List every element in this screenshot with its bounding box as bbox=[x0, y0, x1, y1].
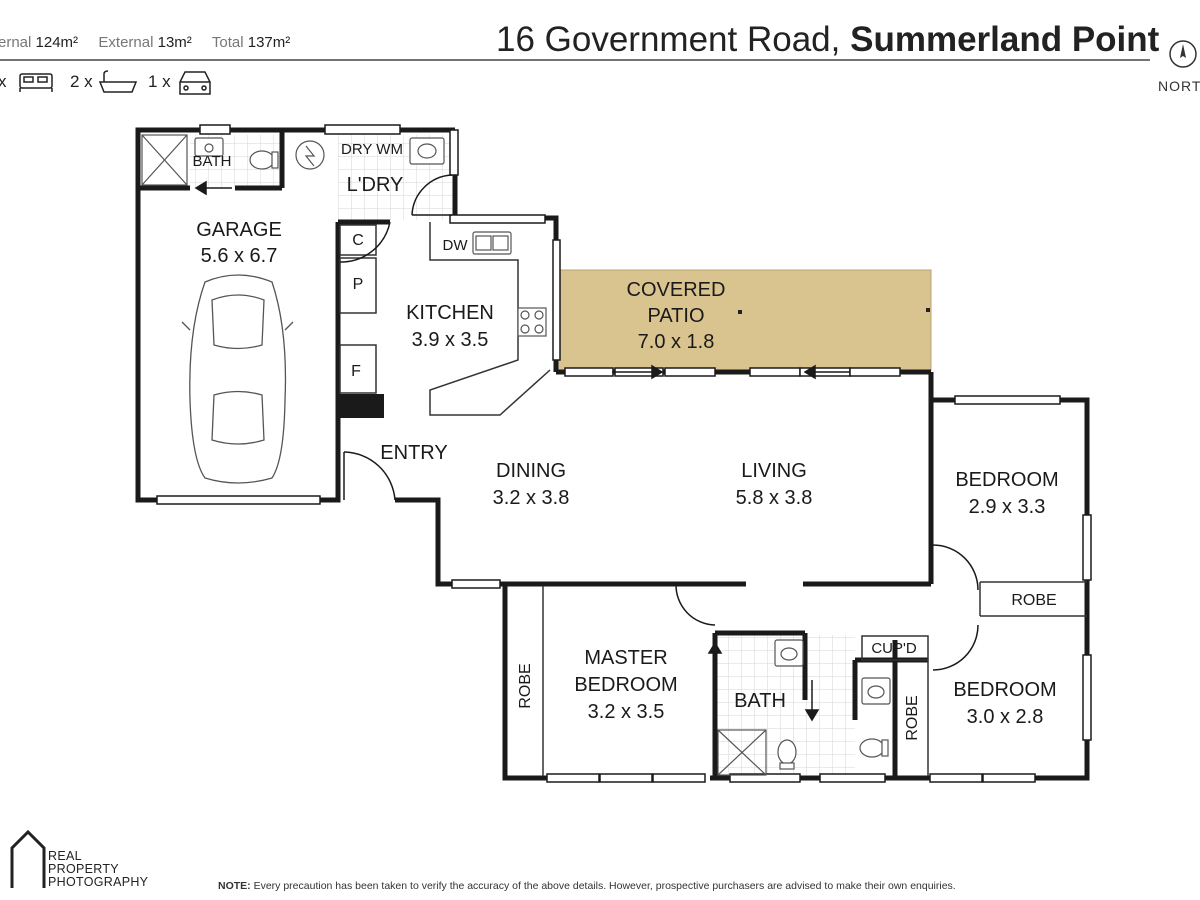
living-name: LIVING bbox=[741, 460, 807, 482]
compass-label: NORT bbox=[1158, 78, 1200, 94]
garage-name: GARAGE bbox=[196, 219, 282, 241]
living-size: 5.8 x 3.8 bbox=[736, 487, 813, 509]
internal-area-value: 124m² bbox=[35, 34, 79, 51]
internal-area-label: ernal bbox=[0, 34, 32, 51]
brand-name: REAL PROPERTY PHOTOGRAPHY bbox=[48, 850, 148, 889]
realty-logo-icon bbox=[10, 829, 46, 888]
slider-arrows bbox=[194, 180, 850, 722]
feature-counts: x bbox=[0, 72, 7, 92]
bed-icon bbox=[19, 73, 53, 92]
kitchen-size: 3.9 x 3.5 bbox=[412, 329, 489, 351]
property-address: 16 Government Road, Summerland Point bbox=[496, 20, 1159, 60]
pantry-label: P bbox=[353, 276, 364, 293]
robe-master-label: ROBE bbox=[517, 663, 534, 708]
fridge-block bbox=[338, 394, 384, 418]
bath-icon bbox=[98, 70, 138, 93]
garage-size: 5.6 x 6.7 bbox=[201, 245, 278, 267]
thin-partitions bbox=[339, 222, 1087, 776]
fridge-label: F bbox=[351, 363, 361, 380]
door-swings bbox=[339, 174, 979, 671]
shower-icon bbox=[141, 134, 767, 776]
patio-name-2: PATIO bbox=[647, 305, 704, 327]
room-labels: GARAGE 5.6 x 6.7 KITCHEN 3.9 x 3.5 COVER… bbox=[193, 141, 1059, 741]
car-outline bbox=[181, 274, 294, 484]
bedroom2-name: BEDROOM bbox=[955, 469, 1058, 491]
sanitary-fixtures bbox=[194, 137, 891, 770]
note-text: Every precaution has been taken to verif… bbox=[250, 880, 956, 892]
address-suburb: Summerland Point bbox=[850, 20, 1160, 59]
area-summary: ernal 124m² External 13m² Total 137m² bbox=[0, 34, 290, 51]
bath-count: 2 x bbox=[70, 72, 93, 91]
main-bath-name: BATH bbox=[734, 690, 786, 712]
patio-name-1: COVERED bbox=[627, 279, 726, 301]
robe-bed3-label: ROBE bbox=[904, 695, 921, 740]
brand-line-1: REAL bbox=[48, 849, 82, 863]
cupboard-hall-label: CUP'D bbox=[871, 640, 917, 657]
entry-name: ENTRY bbox=[380, 442, 447, 464]
cupboard-label: C bbox=[352, 232, 364, 249]
hot-water-icon bbox=[295, 140, 325, 170]
patio-size: 7.0 x 1.8 bbox=[638, 331, 715, 353]
dining-name: DINING bbox=[496, 460, 566, 482]
laundry-name: L'DRY bbox=[347, 174, 404, 196]
master-name-2: BEDROOM bbox=[574, 674, 677, 696]
bed-count: x bbox=[0, 72, 7, 91]
garage-bath-name: BATH bbox=[193, 153, 232, 170]
robe-bed2-label: ROBE bbox=[1011, 592, 1056, 609]
external-area-label: External bbox=[98, 34, 154, 51]
dining-size: 3.2 x 3.8 bbox=[493, 487, 570, 509]
note-label: NOTE: bbox=[218, 880, 251, 892]
bedroom2-size: 2.9 x 3.3 bbox=[969, 496, 1046, 518]
total-area-value: 137m² bbox=[247, 34, 291, 51]
north-compass-icon bbox=[1169, 40, 1197, 68]
dry-wm-label: DRY WM bbox=[341, 141, 403, 158]
master-size: 3.2 x 3.5 bbox=[588, 701, 665, 723]
kitchen-name: KITCHEN bbox=[406, 302, 494, 324]
dishwasher-label: DW bbox=[443, 237, 469, 254]
master-name-1: MASTER bbox=[584, 647, 667, 669]
brand-line-2: PROPERTY bbox=[48, 862, 119, 876]
total-area-label: Total bbox=[211, 34, 244, 51]
address-street: 16 Government Road, bbox=[496, 20, 841, 59]
bedroom3-size: 3.0 x 2.8 bbox=[967, 706, 1044, 728]
external-area-value: 13m² bbox=[157, 34, 192, 51]
car-count: 1 x bbox=[148, 72, 171, 91]
disclaimer-note: NOTE: Every precaution has been taken to… bbox=[218, 880, 956, 892]
car-icon bbox=[179, 71, 211, 95]
brand-line-3: PHOTOGRAPHY bbox=[48, 875, 149, 889]
covered-patio-area bbox=[555, 269, 932, 371]
bedroom3-name: BEDROOM bbox=[953, 679, 1056, 701]
